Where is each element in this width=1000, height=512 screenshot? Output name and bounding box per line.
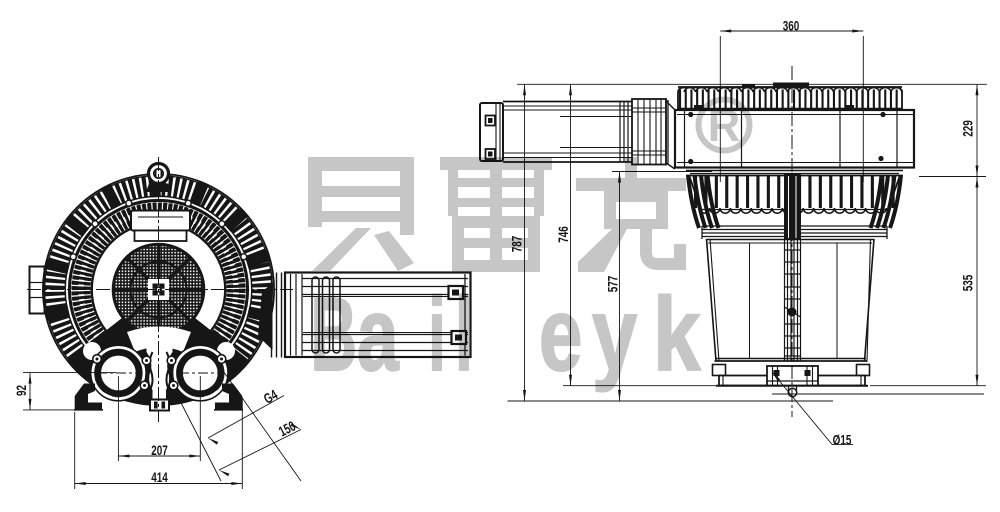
svg-text:207: 207	[151, 442, 168, 458]
svg-text:y: y	[592, 276, 637, 392]
svg-text:535: 535	[960, 275, 976, 292]
svg-text:e: e	[539, 277, 582, 392]
svg-text:414: 414	[151, 469, 168, 485]
svg-text:l: l	[455, 277, 473, 392]
svg-text:R: R	[708, 100, 741, 151]
svg-text:Ø15: Ø15	[833, 432, 852, 448]
svg-text:360: 360	[783, 18, 800, 34]
svg-text:577: 577	[605, 276, 621, 293]
svg-text:a: a	[357, 277, 399, 393]
svg-text:92: 92	[13, 385, 29, 396]
svg-text:229: 229	[960, 120, 976, 137]
svg-text:746: 746	[555, 226, 571, 243]
svg-text:i: i	[428, 277, 446, 392]
svg-text:150: 150	[276, 418, 298, 440]
svg-text:k: k	[653, 277, 701, 393]
svg-text:B: B	[311, 277, 358, 392]
